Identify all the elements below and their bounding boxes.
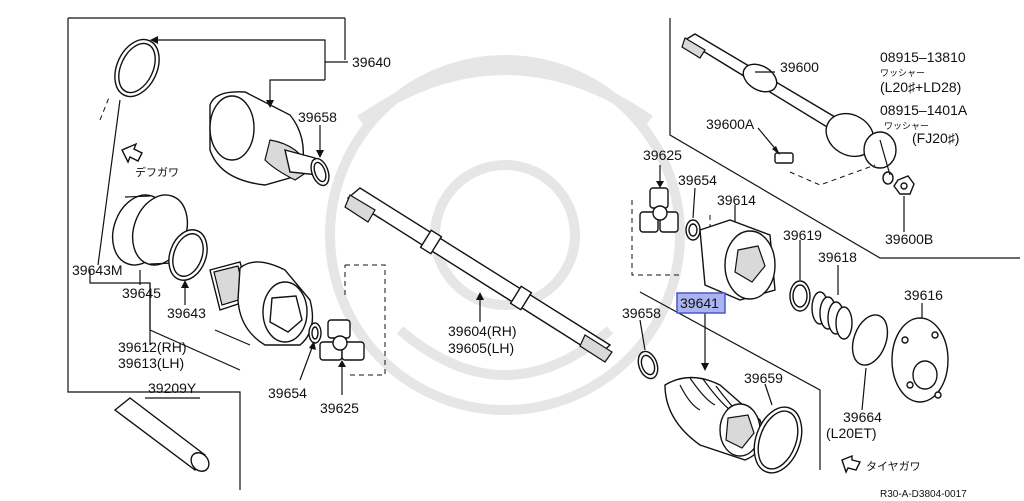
- label-39614: 39614: [717, 192, 756, 208]
- label-39643M: 39643M: [72, 262, 123, 278]
- arrow-tire-side: [841, 454, 862, 474]
- label-diff-side: デフガワ: [135, 165, 179, 179]
- spider-39625-right: [639, 187, 679, 233]
- label-39612: 39612(RH): [118, 339, 186, 355]
- label-39658-right: 39658: [622, 305, 661, 321]
- right-middle-frame: [631, 200, 711, 276]
- tube-39209Y: [113, 397, 210, 472]
- label-39643: 39643: [167, 305, 206, 321]
- label-39654-right: 39654: [678, 172, 717, 188]
- watermark-emblem: [325, 55, 685, 415]
- left-assembly-frame: [67, 17, 346, 490]
- outer-housing-39640: [209, 91, 319, 186]
- label-39616: 39616: [904, 287, 943, 303]
- label-39600B: 39600B: [885, 231, 933, 247]
- ring-39654-right: [685, 219, 701, 241]
- snap-ring-39658-top: [310, 157, 330, 187]
- inner-housing-39612: [209, 261, 314, 346]
- ring-39664: [851, 314, 889, 366]
- right-lower-frame: [639, 291, 821, 470]
- shaft-39604: [344, 187, 613, 363]
- label-39641: 39641: [680, 295, 719, 311]
- label-washer-1: ワッシャー: [880, 69, 925, 79]
- nut-39600B: [893, 175, 915, 195]
- upper-right-frame: [669, 18, 1020, 259]
- label-39645: 39645: [122, 285, 161, 301]
- arrow-diff-side: [121, 142, 143, 164]
- label-39600A: 39600A: [706, 116, 755, 132]
- label-note-FJ20: (FJ20♯): [912, 130, 959, 146]
- label-39659: 39659: [744, 370, 783, 386]
- o-ring-large: [114, 38, 160, 98]
- label-tire-side: タイヤガワ: [866, 460, 921, 473]
- band-39659: [753, 406, 803, 474]
- washer-small: [882, 171, 894, 185]
- label-39654-left: 39654: [268, 385, 307, 401]
- label-39658-top: 39658: [298, 109, 337, 125]
- label-washer-2: ワッシャー: [884, 122, 929, 132]
- label-39625-right: 39625: [643, 147, 682, 163]
- bolt-39600A: [774, 152, 794, 164]
- label-39640: 39640: [352, 54, 391, 70]
- label-08915-13810: 08915–13810: [880, 49, 966, 65]
- label-39619: 39619: [783, 227, 822, 243]
- dashed-bracket-left: [344, 264, 386, 376]
- label-39613: 39613(LH): [118, 355, 184, 371]
- snap-ring-39658-right: [637, 350, 659, 380]
- highlight-39641: [676, 292, 726, 314]
- label-39625-left: 39625: [320, 400, 359, 416]
- spring-39618: [811, 291, 853, 340]
- label-note-L20: (L20♯+LD28): [880, 79, 961, 95]
- part-labels: 39640 39658 39643M 39645 39643 39612(RH)…: [72, 49, 968, 500]
- label-reference-code: R30-A-D3804-0017: [880, 489, 967, 500]
- ring-39619: [789, 280, 811, 312]
- flange-39616: [891, 317, 949, 403]
- leader-lines: [89, 36, 923, 411]
- label-note-L20ET: (L20ET): [826, 425, 877, 441]
- spider-39625-left: [319, 319, 365, 361]
- o-ring-39643: [168, 229, 208, 281]
- label-39605: 39605(LH): [448, 340, 514, 356]
- label-39604: 39604(RH): [448, 323, 516, 339]
- ring-39654-left: [308, 322, 322, 344]
- label-39618: 39618: [818, 249, 857, 265]
- housing-39614: [699, 219, 776, 301]
- drive-shaft-39600: [681, 33, 897, 169]
- label-39664: 39664: [843, 409, 882, 425]
- label-39209Y: 39209Y: [148, 380, 197, 396]
- label-08915-1401A: 08915–1401A: [880, 102, 968, 118]
- label-39600: 39600: [780, 59, 819, 75]
- band-39645: [111, 194, 189, 266]
- boot-39641: [664, 376, 764, 461]
